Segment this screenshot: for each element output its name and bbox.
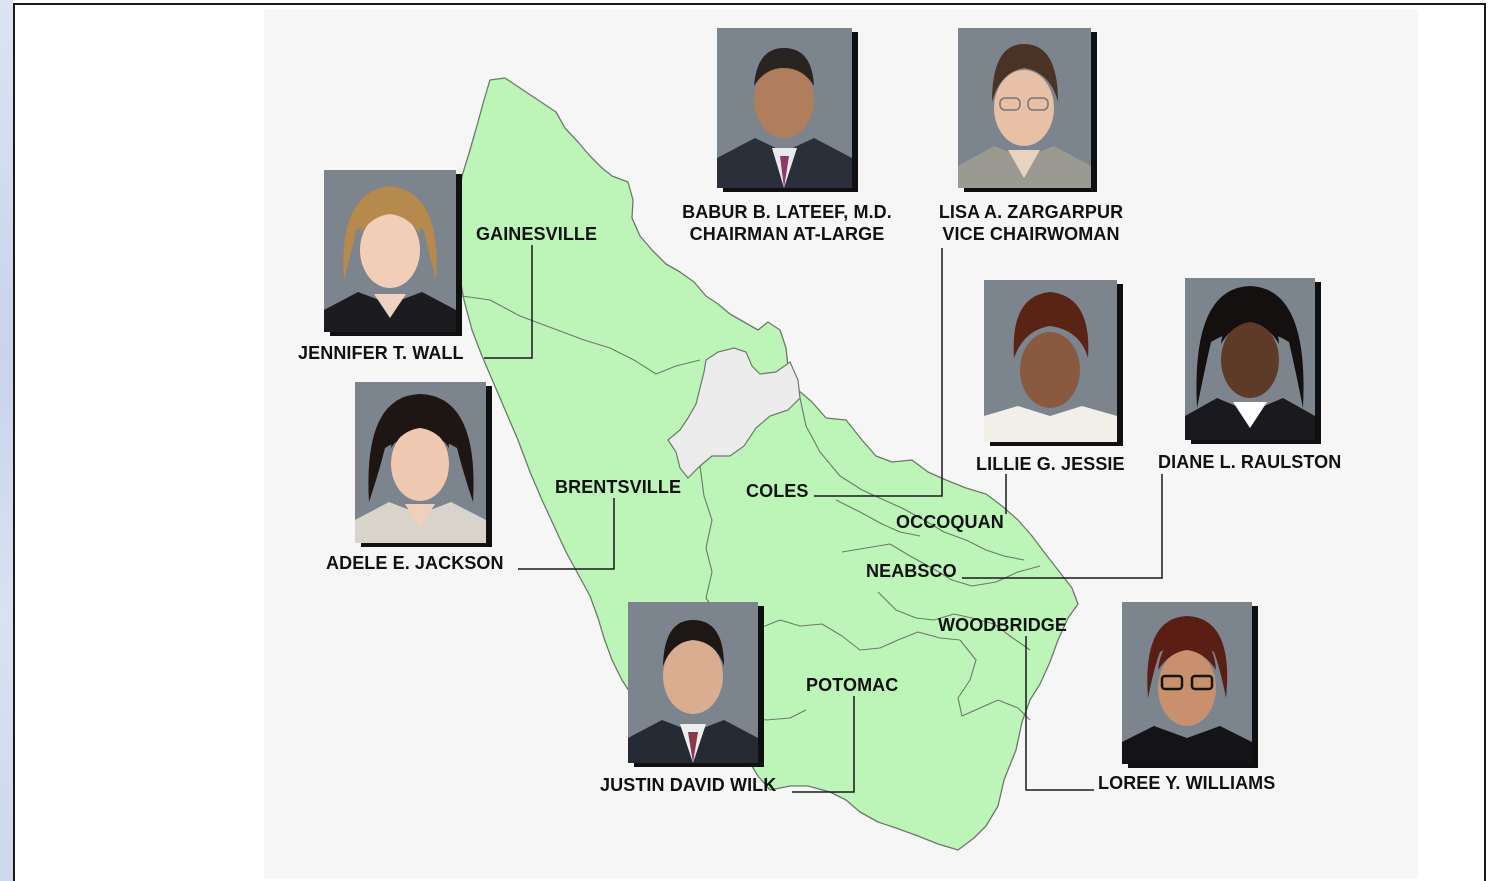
member-name-wall: JENNIFER T. WALL — [298, 343, 464, 363]
portrait-icon — [958, 28, 1091, 188]
portrait-icon — [717, 28, 852, 188]
photo-zargarpur — [958, 28, 1091, 188]
member-title-zargarpur: VICE CHAIRWOMAN — [942, 224, 1120, 244]
photo-jessie — [984, 280, 1117, 442]
portrait-icon — [355, 382, 486, 543]
photo-jackson — [355, 382, 486, 543]
district-label-neabsco: NEABSCO — [866, 561, 957, 581]
connector-brentsville — [518, 498, 615, 570]
connector-woodbridge — [1025, 636, 1094, 791]
district-label-coles: COLES — [746, 481, 809, 501]
connector-neabsco — [962, 474, 1163, 579]
connector-coles — [814, 248, 943, 497]
connector-gainesville — [484, 245, 533, 359]
portrait-icon — [628, 602, 758, 763]
district-label-occoquan: OCCOQUAN — [896, 512, 1004, 532]
photo-wilk — [628, 602, 758, 763]
photo-wall — [324, 170, 456, 332]
district-label-brentsville: BRENTSVILLE — [555, 477, 682, 497]
county-outline — [455, 77, 1079, 851]
member-name-wilk: JUSTIN DAVID WILK — [600, 775, 777, 795]
member-name-jackson: ADELE E. JACKSON — [326, 553, 504, 573]
connector-lines — [484, 245, 1163, 793]
photo-raulston — [1185, 278, 1315, 440]
district-label-potomac: POTOMAC — [806, 675, 899, 695]
district-label-gainesville: GAINESVILLE — [476, 224, 598, 244]
portrait-icon — [1185, 278, 1315, 440]
member-name-raulston: DIANE L. RAULSTON — [1158, 452, 1342, 472]
portrait-icon — [324, 170, 456, 332]
photo-lateef — [717, 28, 852, 188]
member-name-jessie: LILLIE G. JESSIE — [976, 454, 1125, 474]
portrait-icon — [1122, 602, 1252, 764]
excluded-area — [667, 347, 801, 479]
photo-williams — [1122, 602, 1252, 764]
connector-potomac — [792, 696, 855, 793]
district-label-woodbridge: WOODBRIDGE — [938, 615, 1067, 635]
member-name-lateef: BABUR B. LATEEF, M.D. — [682, 202, 892, 222]
member-name-williams: LOREE Y. WILLIAMS — [1098, 773, 1276, 793]
member-name-zargarpur: LISA A. ZARGARPUR — [938, 202, 1124, 222]
member-title-lateef: CHAIRMAN AT-LARGE — [689, 224, 885, 244]
left-edge-band — [0, 0, 13, 881]
portrait-icon — [984, 280, 1117, 442]
